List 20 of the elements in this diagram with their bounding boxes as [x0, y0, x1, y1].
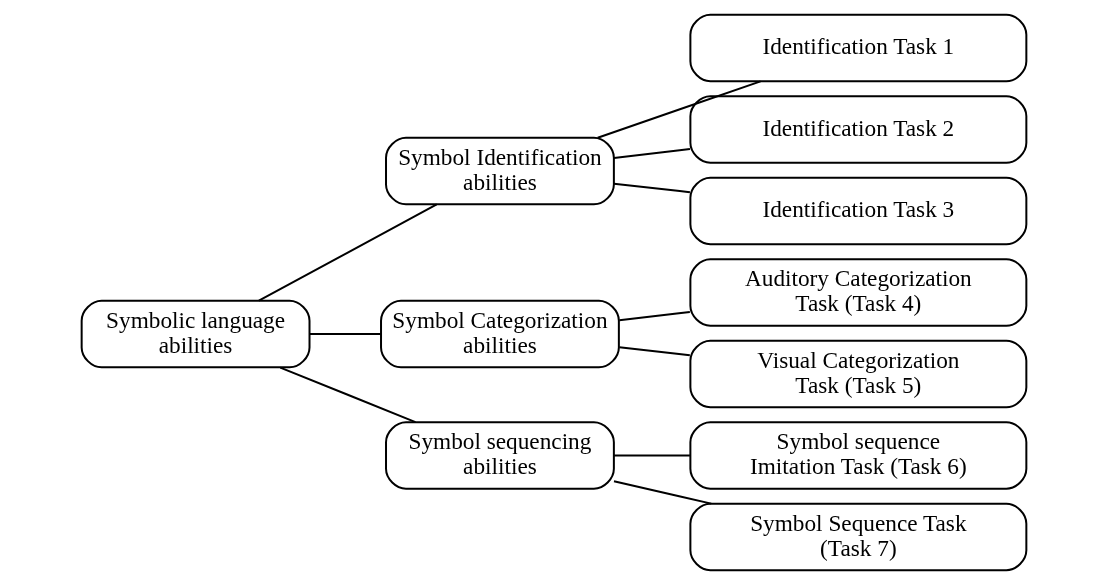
node-box: Symbol Categorization abilities [379, 299, 620, 369]
connector [612, 454, 691, 457]
connector [308, 333, 382, 336]
node-box: Identification Task 2 [688, 95, 1027, 164]
connector [612, 182, 691, 194]
node-box: Visual Categorization Task (Task 5) [688, 339, 1027, 409]
node-box: Symbol sequence Imitation Task (Task 6) [688, 421, 1027, 490]
connector [617, 346, 691, 357]
connector [612, 148, 691, 159]
node-box: Symbol Identification abilities [384, 136, 615, 206]
node-box: Symbol sequencing abilities [384, 421, 615, 490]
node-box: Symbolic language abilities [80, 299, 310, 369]
node-box: Identification Task 3 [688, 176, 1027, 246]
node-box: Identification Task 1 [688, 13, 1027, 83]
connector [278, 366, 416, 424]
connector [617, 311, 691, 322]
node-box: Symbol Sequence Task (Task 7) [688, 502, 1027, 572]
node-box: Auditory Categorization Task (Task 4) [688, 258, 1027, 327]
connector [257, 203, 438, 302]
connector [596, 80, 762, 139]
